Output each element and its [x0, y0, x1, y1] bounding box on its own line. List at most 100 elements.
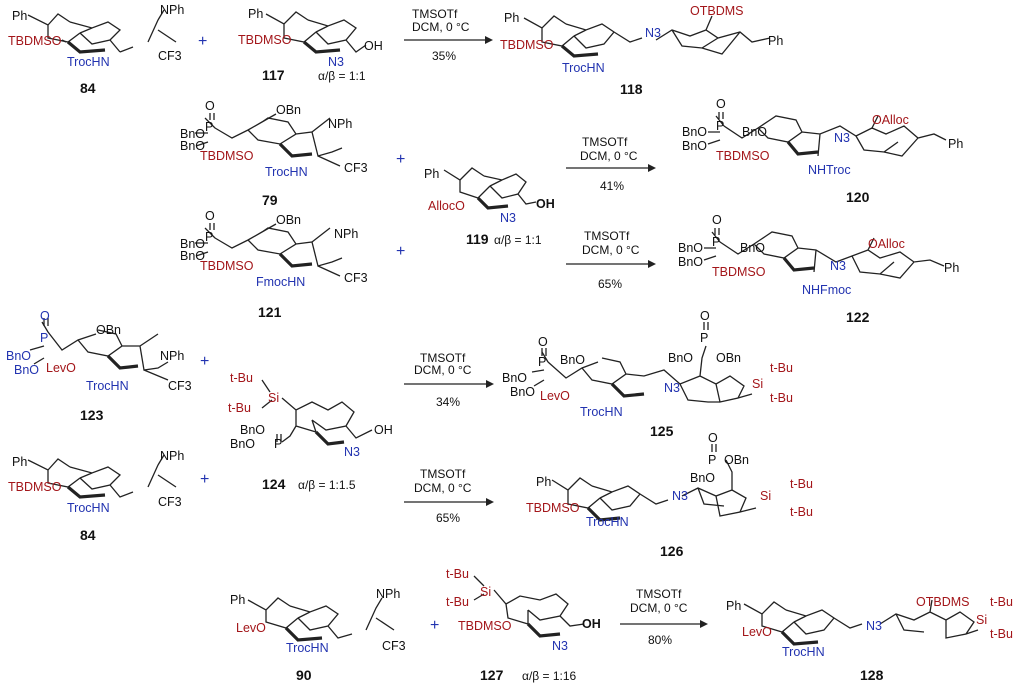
- compound-number-124: 124: [262, 476, 286, 492]
- yield-label: 41%: [600, 179, 624, 193]
- compound-number-117: 117: [262, 67, 285, 83]
- nph-label: NPh: [160, 349, 184, 363]
- tbdmso-label: TBDMSO: [712, 265, 766, 279]
- nph-label: NPh: [160, 3, 184, 17]
- phosphoryl-o-label: O: [40, 309, 50, 323]
- bno-label: BnO: [678, 241, 703, 255]
- donor-90-structure: Ph LevO TrocHN NPh CF3: [230, 587, 406, 655]
- bno-label: BnO: [690, 471, 715, 485]
- solvent-label: DCM, 0 °C: [412, 20, 470, 34]
- acceptor-117-structure: Ph TBDMSO N3 OH: [238, 7, 383, 69]
- bno-label: BnO: [742, 125, 767, 139]
- yield-label: 65%: [436, 511, 460, 525]
- reaction-arrow-1: TMSOTf DCM, 0 °C 35%: [404, 7, 493, 63]
- obn-label: OBn: [716, 351, 741, 365]
- phosphorus-label: P: [205, 230, 213, 244]
- bno-label: BnO: [230, 437, 255, 451]
- phosphorus-label: P: [716, 119, 724, 133]
- product-120-structure: O P BnO BnO BnO TBDMSO NHTroc N3 OAlloc …: [682, 97, 963, 177]
- oalloc-label: OAlloc: [872, 113, 909, 127]
- otbdms-label: OTBDMS: [916, 595, 969, 609]
- compound-number-119: 119: [466, 231, 489, 247]
- trochn-label: TrocHN: [782, 645, 825, 659]
- compound-number-84: 84: [80, 80, 96, 96]
- bno-label: BnO: [560, 353, 585, 367]
- tbdmso-label: TBDMSO: [500, 38, 554, 52]
- levo-label: LevO: [742, 625, 772, 639]
- tbdmso-label: TBDMSO: [8, 480, 62, 494]
- si-label: Si: [480, 585, 491, 599]
- n3-label: N3: [830, 259, 846, 273]
- trochn-label: TrocHN: [580, 405, 623, 419]
- nph-label: NPh: [376, 587, 400, 601]
- nhfmoc-label: NHFmoc: [802, 283, 851, 297]
- solvent-label: DCM, 0 °C: [414, 363, 472, 377]
- phosphoryl-o-label: O: [708, 431, 718, 445]
- phosphoryl-o-label: O: [712, 213, 722, 227]
- n3-label: N3: [344, 445, 360, 459]
- tbu-label: t-Bu: [990, 595, 1013, 609]
- reagent-label: TMSOTf: [420, 467, 466, 481]
- trochn-label: TrocHN: [562, 61, 605, 75]
- otbdms-label: OTBDMS: [690, 4, 743, 18]
- tbdmso-label: TBDMSO: [458, 619, 512, 633]
- phosphorus-label: P: [708, 453, 716, 467]
- alloco-label: AllocO: [428, 199, 465, 213]
- tbu-label: t-Bu: [790, 505, 813, 519]
- nph-label: NPh: [328, 117, 352, 131]
- product-126-structure: Ph TBDMSO TrocHN N3 O P OBn BnO Si t-Bu …: [526, 431, 813, 529]
- donor-79-structure: O P BnO BnO OBn TBDMSO TrocHN NPh CF3: [180, 99, 368, 179]
- si-label: Si: [976, 613, 987, 627]
- bno-label: BnO: [682, 125, 707, 139]
- ph-label: Ph: [12, 9, 27, 23]
- si-label: Si: [760, 489, 771, 503]
- yield-label: 35%: [432, 49, 456, 63]
- bno-label: BnO: [510, 385, 535, 399]
- obn-label: OBn: [276, 103, 301, 117]
- bno-label: BnO: [180, 237, 205, 251]
- cf3-label: CF3: [168, 379, 192, 393]
- trochn-label: TrocHN: [586, 515, 629, 529]
- ph-label: Ph: [768, 34, 783, 48]
- n3-label: N3: [645, 26, 661, 40]
- reagent-label: TMSOTf: [636, 587, 682, 601]
- bno-label: BnO: [14, 363, 39, 377]
- yield-label: 65%: [598, 277, 622, 291]
- yield-label: 80%: [648, 633, 672, 647]
- levo-label: LevO: [540, 389, 570, 403]
- plus-sign: +: [396, 151, 405, 168]
- bno-label: BnO: [6, 349, 31, 363]
- tbdmso-label: TBDMSO: [526, 501, 580, 515]
- tbdmso-label: TBDMSO: [8, 34, 62, 48]
- phosphorus-label: P: [538, 355, 546, 369]
- n3-label: N3: [664, 381, 680, 395]
- tbdmso-label: TBDMSO: [200, 149, 254, 163]
- nph-label: NPh: [334, 227, 358, 241]
- cf3-label: CF3: [158, 49, 182, 63]
- n3-label: N3: [500, 211, 516, 225]
- compound-number-90: 90: [296, 667, 312, 683]
- phosphorus-label: P: [274, 437, 282, 451]
- bno-label: BnO: [668, 351, 693, 365]
- nph-label: NPh: [160, 449, 184, 463]
- tbu-label: t-Bu: [790, 477, 813, 491]
- bno-label: BnO: [740, 241, 765, 255]
- reagent-label: TMSOTf: [412, 7, 458, 21]
- oh-label: OH: [364, 39, 383, 53]
- trochn-label: TrocHN: [286, 641, 329, 655]
- plus-sign: +: [200, 353, 209, 370]
- ph-label: Ph: [948, 137, 963, 151]
- obn-label: OBn: [96, 323, 121, 337]
- tbdmso-label: TBDMSO: [238, 33, 292, 47]
- trochn-label: TrocHN: [67, 501, 110, 515]
- obn-label: OBn: [276, 213, 301, 227]
- reaction-arrow-4: TMSOTf DCM, 0 °C 34%: [404, 351, 494, 409]
- yield-label: 34%: [436, 395, 460, 409]
- bno-label: BnO: [180, 139, 205, 153]
- reaction-arrow-2: TMSOTf DCM, 0 °C 41%: [566, 135, 656, 193]
- oh-label: OH: [582, 617, 601, 631]
- levo-label: LevO: [46, 361, 76, 375]
- tbu-label: t-Bu: [228, 401, 251, 415]
- reagent-label: TMSOTf: [420, 351, 466, 365]
- acceptor-127-structure: t-Bu t-Bu Si TBDMSO N3 OH: [446, 567, 601, 653]
